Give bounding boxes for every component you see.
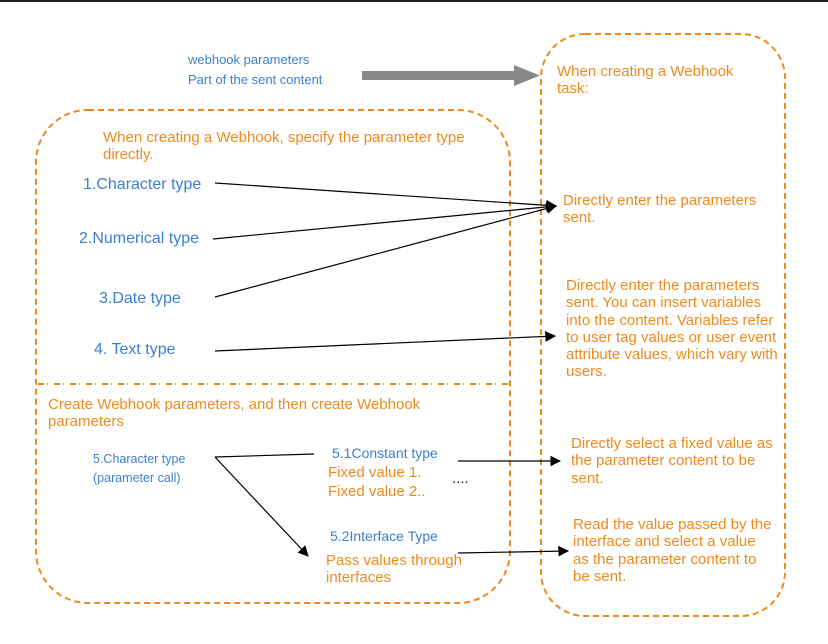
fixed-value-1: Fixed value 1.: [328, 464, 422, 481]
left-panel-box: [35, 109, 511, 604]
right-panel-box: [540, 33, 786, 617]
arrow-character-to-direct: [214, 182, 558, 211]
type-text: 4. Text type: [94, 341, 176, 358]
top-border: [0, 0, 828, 2]
type-date: 3.Date type: [99, 290, 181, 307]
arrow-text-to-variable: [214, 331, 557, 352]
line-call-to-constant: [214, 453, 315, 458]
constant-type-label: 5.1Constant type: [332, 445, 438, 461]
type-numerical: 2.Numerical type: [79, 230, 200, 247]
direct-entry-text: Directly enter the parameters sent.: [563, 192, 757, 227]
character-call-label: 5.Character type: [93, 452, 186, 466]
pass-values-text: Pass values through interfaces: [326, 552, 462, 587]
fixed-value-2: Fixed value 2..: [328, 483, 426, 500]
arrow-call-to-interface: [214, 456, 309, 557]
arrow-date-to-direct: [214, 203, 558, 298]
variable-entry-text: Directly enter the parameters sent. You …: [566, 277, 778, 381]
legend-webhook-parameters: webhook parameters: [188, 52, 310, 67]
fixed-select-text: Directly select a fixed value as the par…: [571, 435, 773, 487]
direct-section-title: When creating a Webhook, specify the par…: [103, 129, 465, 164]
create-section-title: Create Webhook parameters, and then crea…: [48, 396, 421, 431]
right-panel-title: When creating a Webhook task:: [557, 63, 734, 98]
interface-select-text: Read the value passed by the interface a…: [573, 516, 772, 585]
character-call-sublabel: (parameter call): [93, 471, 181, 485]
fixed-value-ellipsis: ....: [452, 470, 469, 487]
arrow-numerical-to-direct: [212, 201, 558, 240]
gray-big-arrow: [362, 65, 540, 86]
legend-sent-content: Part of the sent content: [188, 72, 323, 87]
interface-type-label: 5.2Interface Type: [330, 528, 438, 544]
type-character: 1.Character type: [83, 176, 202, 193]
arrow-interface-to-read: [457, 545, 570, 557]
